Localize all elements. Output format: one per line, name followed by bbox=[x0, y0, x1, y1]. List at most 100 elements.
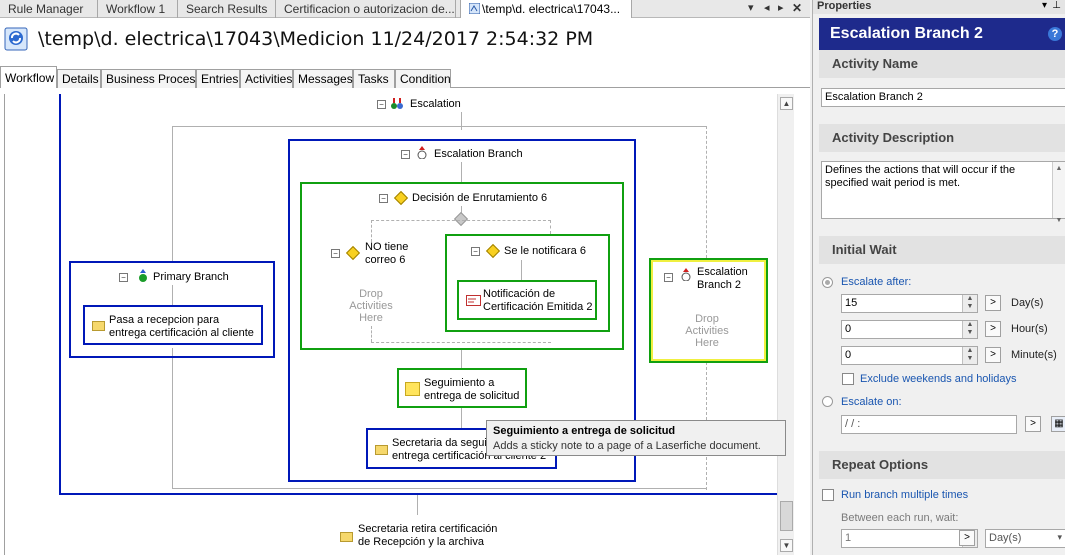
doc-tab-rule-manager[interactable]: Rule Manager bbox=[0, 0, 98, 18]
tab-business-process[interactable]: Business Process bbox=[101, 69, 201, 88]
calendar-icon[interactable]: ▦ bbox=[1051, 416, 1065, 432]
pasa-recepcion-box[interactable] bbox=[83, 305, 263, 345]
tab-details[interactable]: Details bbox=[57, 69, 101, 88]
activity-name-input[interactable]: Escalation Branch 2 bbox=[821, 88, 1065, 107]
escalate-after-radio[interactable] bbox=[822, 277, 833, 288]
hours-spinner[interactable]: ▲▼ bbox=[962, 321, 977, 338]
tab-workflow[interactable]: Workflow bbox=[0, 66, 57, 88]
primary-branch-box[interactable] bbox=[69, 261, 275, 358]
doc-tab-active[interactable]: \temp\d. electrica\17043... bbox=[460, 0, 632, 18]
scroll-down-arrow[interactable]: ▼ bbox=[780, 539, 793, 552]
doc-tab-search-results[interactable]: Search Results bbox=[178, 0, 276, 18]
primary-branch-label[interactable]: Primary Branch bbox=[153, 271, 229, 283]
label-line: correo 6 bbox=[365, 254, 406, 266]
days-expand-button[interactable]: > bbox=[985, 295, 1001, 311]
minutes-input[interactable]: 0 ▲▼ bbox=[841, 346, 978, 365]
collapse-toggle[interactable]: − bbox=[471, 247, 480, 256]
properties-header-label: Properties bbox=[817, 0, 872, 12]
label-line: de Recepción y la archiva bbox=[358, 536, 484, 548]
help-icon[interactable]: ? bbox=[1048, 27, 1062, 41]
se-le-notificara-label[interactable]: Se le notificara 6 bbox=[504, 245, 586, 257]
label-line: Activities bbox=[349, 300, 393, 312]
decision-label[interactable]: Decisión de Enrutamiento 6 bbox=[412, 192, 548, 204]
doc-tab-workflow-1[interactable]: Workflow 1 bbox=[98, 0, 178, 18]
days-spinner[interactable]: ▲▼ bbox=[962, 295, 977, 312]
tab-messages[interactable]: Messages bbox=[293, 69, 353, 88]
decision-box[interactable] bbox=[300, 182, 624, 350]
folder-icon bbox=[340, 532, 353, 542]
document-tab-strip: Rule Manager Workflow 1 Search Results C… bbox=[0, 0, 810, 18]
repeat-interval-input[interactable]: 1▲▼ bbox=[841, 529, 978, 548]
escalate-on-expand-button[interactable]: > bbox=[1025, 416, 1041, 432]
connector bbox=[172, 126, 173, 261]
tab-label: Workflow bbox=[5, 71, 55, 85]
repeat-unit-select[interactable]: Day(s)▾ bbox=[985, 529, 1065, 548]
tab-activities[interactable]: Activities bbox=[240, 69, 293, 88]
hours-input[interactable]: 0 ▲▼ bbox=[841, 320, 978, 339]
scroll-thumb[interactable] bbox=[780, 501, 793, 531]
run-multiple-checkbox[interactable] bbox=[822, 489, 834, 501]
escalation-branch-label[interactable]: Escalation Branch bbox=[434, 148, 523, 160]
properties-panel: Properties ▾ ⊥ Escalation Branch 2 ? Act… bbox=[812, 0, 1065, 555]
pushpin-icon[interactable]: ⊥ bbox=[1052, 0, 1061, 11]
escalate-on-datetime-input[interactable]: / / : bbox=[841, 415, 1017, 434]
hours-expand-button[interactable]: > bbox=[985, 321, 1001, 337]
collapse-toggle[interactable]: − bbox=[377, 100, 386, 109]
exclude-weekends-checkbox[interactable] bbox=[842, 373, 854, 385]
tab-entries[interactable]: Entries bbox=[196, 69, 240, 88]
description-text: Defines the actions that will occur if t… bbox=[825, 164, 1016, 189]
collapse-toggle[interactable]: − bbox=[331, 249, 340, 258]
workflow-canvas[interactable]: − Escalation − Escalation Branch − Decis… bbox=[4, 94, 778, 555]
doc-tab-label: \temp\d. electrica\17043... bbox=[482, 2, 621, 16]
label-line: Secretaria retira certificación bbox=[358, 523, 498, 535]
repeat-expand-button[interactable]: > bbox=[959, 530, 975, 546]
escalation-branch-2-box[interactable] bbox=[649, 258, 768, 363]
scroll-up-arrow[interactable]: ▲ bbox=[780, 97, 793, 110]
escalation-label[interactable]: Escalation bbox=[410, 98, 461, 110]
se-le-notificara-box[interactable] bbox=[445, 234, 610, 332]
label-line: Here bbox=[695, 337, 719, 349]
days-input[interactable]: 15▲▼ bbox=[841, 294, 978, 313]
pin-icon[interactable]: ▾ bbox=[1041, 0, 1047, 11]
connector bbox=[461, 408, 462, 428]
label-line: NO tiene bbox=[365, 241, 409, 253]
close-tab-icon[interactable]: ✕ bbox=[792, 1, 803, 15]
tab-scroll-left-icon[interactable]: ◂ bbox=[764, 2, 770, 14]
workflow-designer: Rule Manager Workflow 1 Search Results C… bbox=[0, 0, 810, 555]
collapse-toggle[interactable]: − bbox=[119, 273, 128, 282]
notificacion-box[interactable] bbox=[457, 280, 597, 320]
canvas-vertical-scrollbar[interactable]: ▲ ▼ bbox=[777, 94, 794, 555]
description-scrollbar[interactable]: ▲▼ bbox=[1052, 162, 1065, 224]
minutes-value: 0 bbox=[845, 349, 852, 361]
folder-icon bbox=[375, 445, 388, 455]
minutes-expand-button[interactable]: > bbox=[985, 347, 1001, 363]
tooltip-description: Adds a sticky note to a page of a Laserf… bbox=[493, 440, 761, 452]
tab-scroll-right-icon[interactable]: ▸ bbox=[778, 2, 784, 14]
doc-tab-certificacion[interactable]: Certificacion o autorizacion de... bbox=[276, 0, 456, 18]
escalate-on-radio[interactable] bbox=[822, 396, 833, 407]
tab-scroll-down-icon[interactable]: ▾ bbox=[748, 2, 754, 14]
minutes-spinner[interactable]: ▲▼ bbox=[962, 347, 977, 364]
collapse-toggle[interactable]: − bbox=[401, 150, 410, 159]
connector bbox=[371, 220, 551, 221]
hours-value: 0 bbox=[845, 323, 852, 335]
seguimiento-box[interactable] bbox=[397, 368, 527, 408]
collapse-toggle[interactable]: − bbox=[664, 273, 673, 282]
workflow-app-icon bbox=[4, 27, 28, 51]
label-line: Secretaria da seguir bbox=[392, 437, 491, 449]
tab-condition[interactable]: Condition bbox=[395, 69, 451, 88]
collapse-toggle[interactable]: − bbox=[379, 194, 388, 203]
tab-tasks[interactable]: Tasks bbox=[353, 69, 395, 88]
run-multiple-label: Run branch multiple times bbox=[841, 489, 969, 501]
properties-title: Escalation Branch 2 ? bbox=[819, 18, 1065, 50]
activity-description-input[interactable]: Defines the actions that will occur if t… bbox=[821, 161, 1065, 224]
escalation-branch-box[interactable] bbox=[288, 139, 636, 482]
